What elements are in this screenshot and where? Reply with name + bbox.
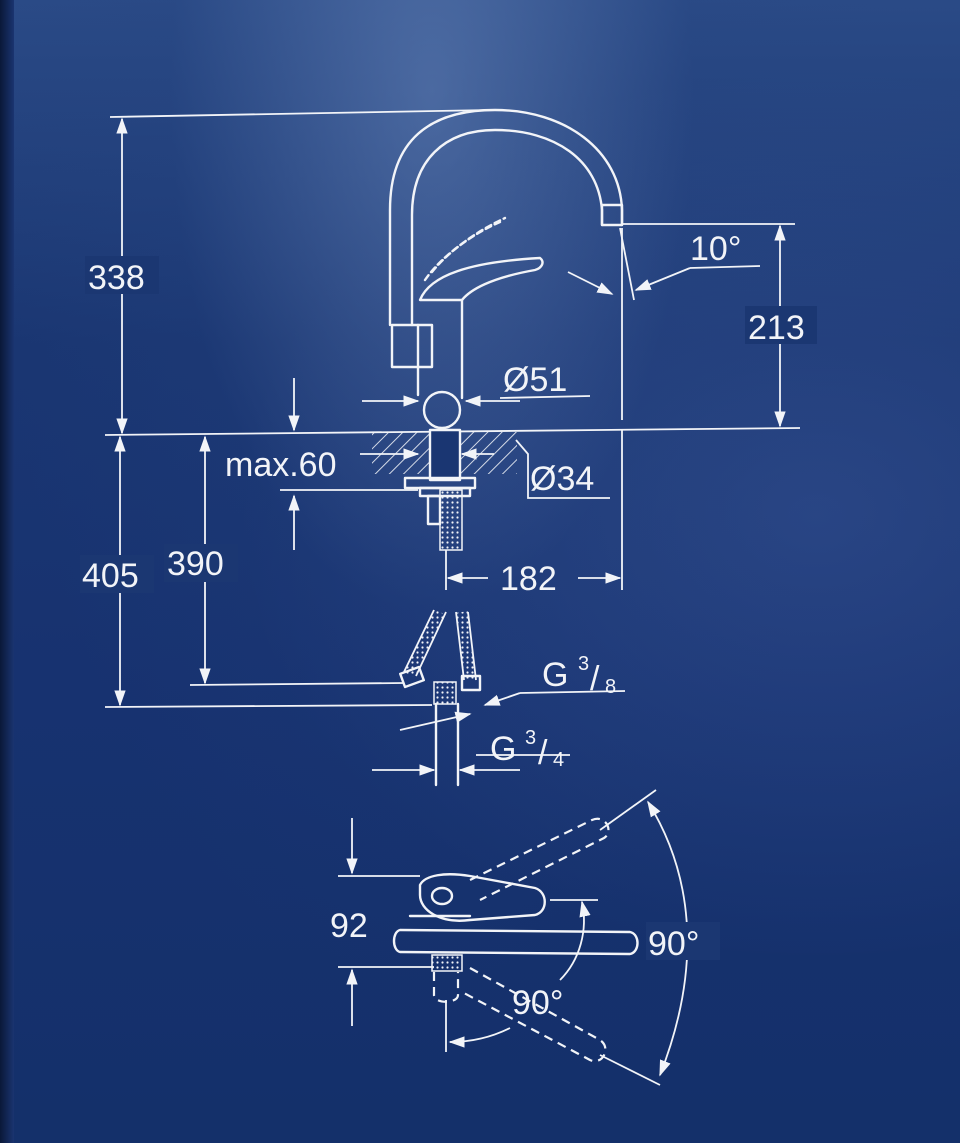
spout-inner-contour: [410, 128, 604, 327]
dim-angle-10-label: 10°: [690, 230, 741, 268]
dimension-g34: [372, 711, 570, 776]
dim-g38-letter: G: [542, 656, 568, 694]
supply-hoses: [399, 609, 482, 787]
lever-plan-view: [392, 817, 639, 1063]
faucet-elevation: [388, 108, 624, 430]
dim-338-label: 338: [88, 259, 145, 297]
dimension-max-60: [280, 378, 420, 550]
mounting-shank: [403, 428, 477, 551]
lever-raised-outline-2: [430, 216, 507, 274]
dim-g38-numerator: 3: [578, 653, 589, 675]
lever: [418, 256, 544, 302]
dimension-g38: [483, 690, 626, 706]
dimension-92: [338, 818, 434, 1026]
dimension-338: [85, 109, 491, 435]
dim-92-label: 92: [330, 907, 368, 945]
dim-swivel-90-label: 90°: [648, 925, 699, 963]
dimension-405: [80, 435, 433, 708]
spout-outer-contour: [388, 108, 624, 327]
body-block: [390, 323, 434, 369]
dim-diameter-51-label: Ø51: [503, 361, 567, 399]
body-walls: [416, 298, 464, 400]
dim-g34-letter: G: [490, 730, 516, 768]
dim-g34-denominator: 4: [553, 749, 564, 771]
dimension-diameter-34: [460, 439, 610, 499]
dim-g34-slash: /: [538, 734, 548, 772]
dim-lever-90-label: 90°: [512, 984, 563, 1022]
dim-182-label: 182: [500, 560, 557, 598]
dim-diameter-34-label: Ø34: [530, 460, 594, 498]
dimension-diameter-51: [362, 395, 591, 407]
lever-raised-outline: [423, 220, 502, 282]
dim-405-label: 405: [82, 557, 139, 595]
dimension-213: [622, 223, 817, 428]
dimension-10-degree: [567, 227, 761, 420]
dimension-182: [445, 430, 623, 590]
aerator: [600, 203, 624, 227]
dim-213-label: 213: [748, 309, 805, 347]
deck-section: [372, 430, 517, 478]
dim-g38-slash: /: [590, 660, 600, 698]
dim-max-60-label: max.60: [225, 446, 337, 484]
dimension-swivel-90: [599, 789, 720, 1086]
dim-g38-denominator: 8: [605, 676, 616, 698]
dim-390-label: 390: [167, 545, 224, 583]
body-base-circle: [422, 390, 462, 430]
dimension-lever-90: [445, 899, 598, 1052]
dim-g34-numerator: 3: [525, 727, 536, 749]
dimension-390: [164, 435, 405, 686]
